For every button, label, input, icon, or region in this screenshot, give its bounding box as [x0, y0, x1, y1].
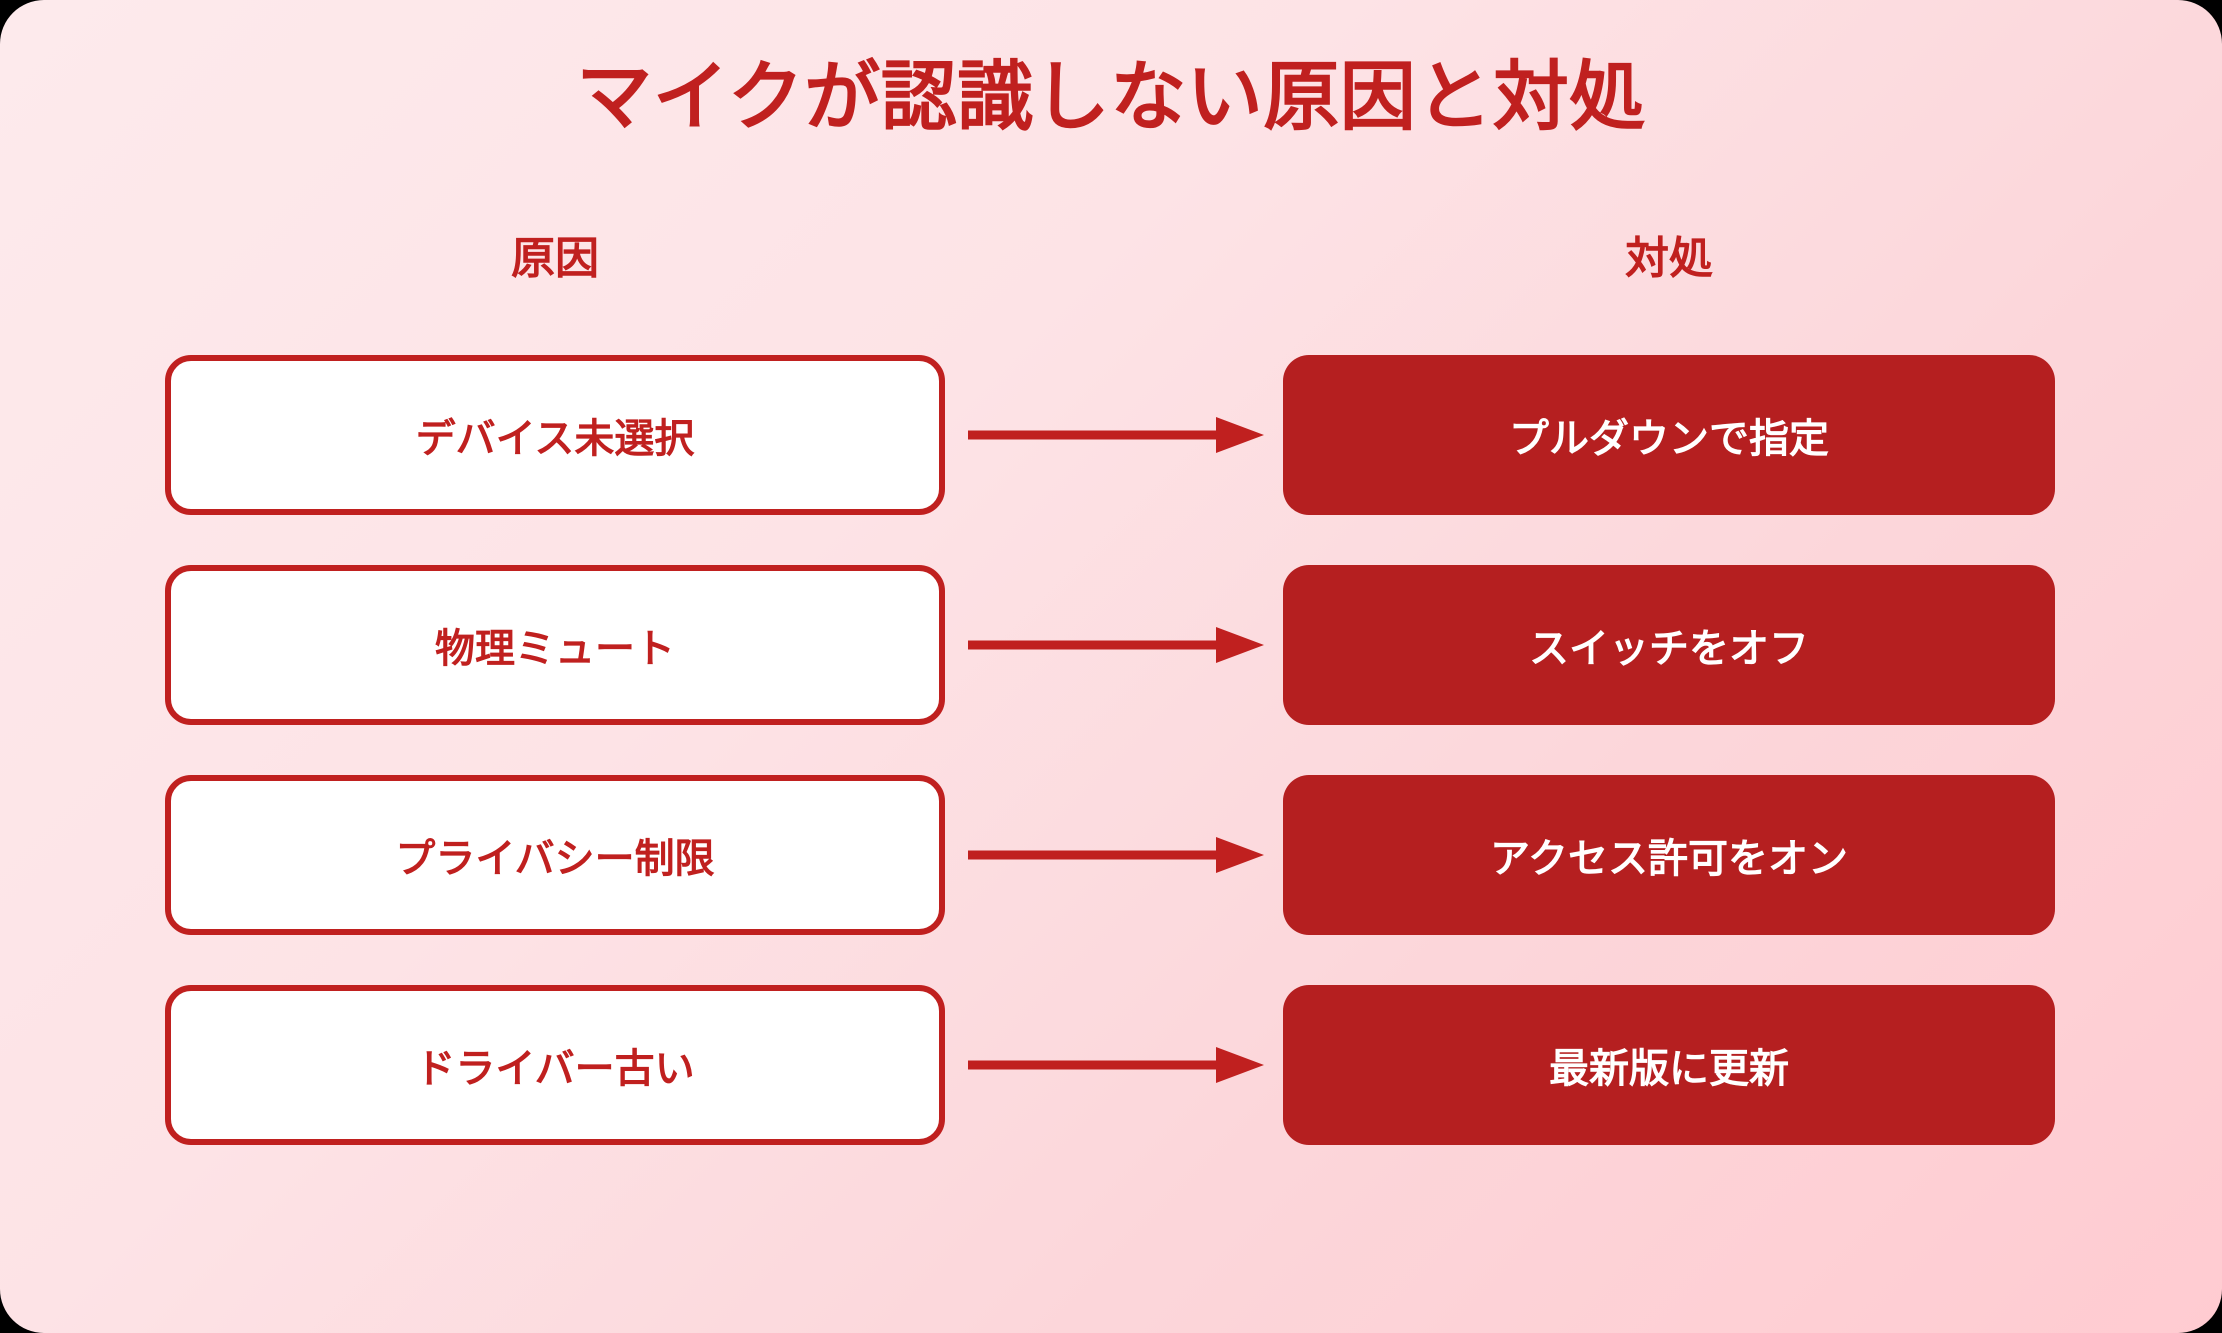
fix-box[interactable]: アクセス許可をオン — [1283, 775, 2055, 935]
cause-label: プライバシー制限 — [395, 837, 715, 881]
diagram-row: デバイス未選択 プルダウンで指定 — [0, 355, 2222, 515]
fix-box[interactable]: 最新版に更新 — [1283, 985, 2055, 1145]
page-title: マイクが認識しない原因と対処 — [576, 55, 1646, 140]
cause-box[interactable]: 物理ミュート — [165, 565, 945, 725]
fix-label: スイッチをオフ — [1529, 627, 1809, 671]
cause-box[interactable]: ドライバー古い — [165, 985, 945, 1145]
column-header-cause: 原因 — [511, 234, 599, 283]
cause-box[interactable]: デバイス未選択 — [165, 355, 945, 515]
column-header-fix: 対処 — [1625, 234, 1713, 283]
arrow-right-icon — [968, 417, 1264, 453]
arrow-right-icon — [968, 1047, 1264, 1083]
cause-label: デバイス未選択 — [415, 417, 695, 461]
fix-box[interactable]: スイッチをオフ — [1283, 565, 2055, 725]
fix-label: アクセス許可をオン — [1490, 837, 1848, 881]
arrow-right-icon — [968, 837, 1264, 873]
diagram-row: 物理ミュート スイッチをオフ — [0, 565, 2222, 725]
diagram-row: プライバシー制限 アクセス許可をオン — [0, 775, 2222, 935]
diagram-rows: デバイス未選択 プルダウンで指定 物理ミュート スイッチをオフ — [0, 355, 2222, 1195]
arrow-right-icon — [968, 627, 1264, 663]
cause-box[interactable]: プライバシー制限 — [165, 775, 945, 935]
fix-label: 最新版に更新 — [1549, 1047, 1789, 1091]
cause-label: ドライバー古い — [415, 1047, 695, 1091]
fix-box[interactable]: プルダウンで指定 — [1283, 355, 2055, 515]
fix-label: プルダウンで指定 — [1509, 417, 1829, 461]
cause-label: 物理ミュート — [435, 627, 675, 671]
diagram-row: ドライバー古い 最新版に更新 — [0, 985, 2222, 1145]
